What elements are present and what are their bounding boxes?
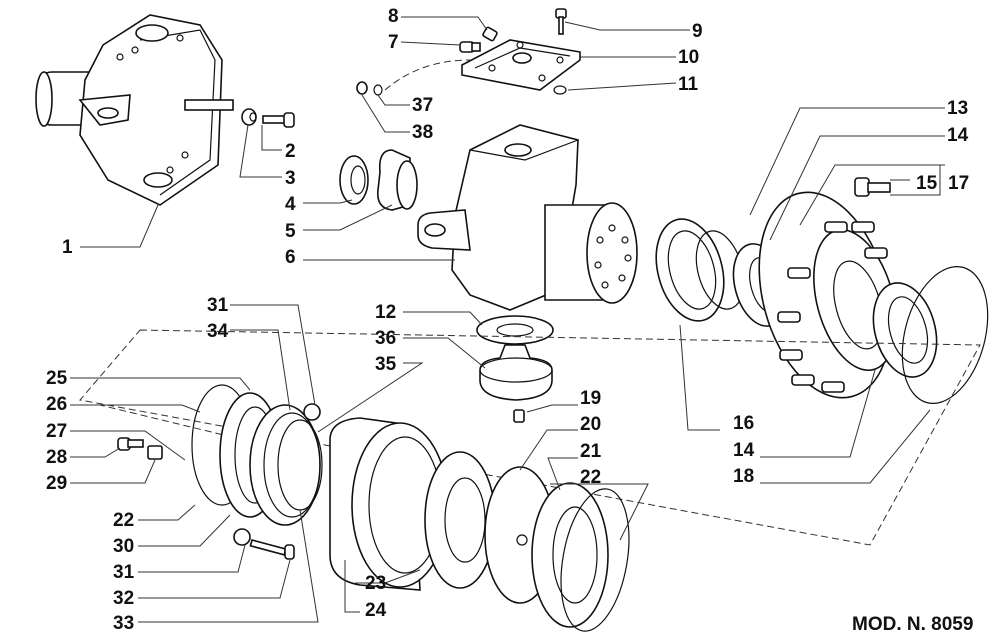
callout-22-left: 22 bbox=[113, 510, 134, 531]
callout-19: 19 bbox=[580, 388, 601, 409]
callout-33: 33 bbox=[113, 613, 134, 634]
part-plug-38 bbox=[356, 81, 368, 95]
part-gasket-12 bbox=[476, 315, 554, 345]
part-wheel-hub bbox=[758, 191, 897, 399]
callout-17: 17 bbox=[948, 173, 969, 194]
part-screw-28 bbox=[117, 437, 144, 451]
callout-8: 8 bbox=[388, 6, 399, 27]
callout-15: 15 bbox=[916, 173, 938, 194]
callout-3: 3 bbox=[285, 168, 296, 189]
callout-35: 35 bbox=[375, 354, 397, 375]
part-gear-23 bbox=[424, 451, 496, 589]
callout-28: 28 bbox=[46, 447, 67, 468]
callout-32: 32 bbox=[113, 588, 134, 609]
callout-12: 12 bbox=[375, 302, 396, 323]
callout-2: 2 bbox=[285, 141, 296, 162]
callout-38: 38 bbox=[412, 122, 433, 143]
part-axle-housing bbox=[35, 14, 234, 206]
callout-22-right: 22 bbox=[580, 467, 601, 488]
part-oring-18 bbox=[901, 265, 989, 405]
callout-36: 36 bbox=[375, 328, 396, 349]
callout-5: 5 bbox=[285, 221, 296, 242]
callout-11: 11 bbox=[678, 74, 699, 95]
callout-30: 30 bbox=[113, 536, 134, 557]
part-steering-knuckle bbox=[417, 124, 638, 311]
callout-20: 20 bbox=[580, 414, 601, 435]
callout-21: 21 bbox=[580, 441, 602, 462]
part-fitting-8 bbox=[482, 26, 498, 42]
part-stud-15 bbox=[854, 177, 891, 197]
part-seal-16 bbox=[655, 218, 725, 322]
callout-13: 13 bbox=[947, 98, 968, 119]
part-flange-36 bbox=[479, 344, 553, 401]
part-gear-21 bbox=[531, 482, 609, 628]
callout-24: 24 bbox=[365, 600, 387, 621]
part-spacer-31-top bbox=[303, 403, 321, 421]
callout-27: 27 bbox=[46, 421, 67, 442]
callout-1: 1 bbox=[62, 237, 73, 258]
callout-23: 23 bbox=[365, 573, 386, 594]
part-drum-24 bbox=[329, 417, 449, 591]
dashed-leader-37 bbox=[384, 59, 471, 91]
callout-16: 16 bbox=[733, 413, 754, 434]
callout-25: 25 bbox=[46, 368, 68, 389]
callout-14-top: 14 bbox=[947, 125, 969, 146]
part-washer-37 bbox=[373, 84, 383, 96]
callout-7: 7 bbox=[388, 32, 399, 53]
callout-6: 6 bbox=[285, 247, 296, 268]
callout-31-top: 31 bbox=[207, 295, 229, 316]
callout-10: 10 bbox=[678, 47, 699, 68]
part-clutch-pack-34 bbox=[249, 404, 323, 526]
part-plug-7 bbox=[459, 41, 481, 53]
callout-14-bottom: 14 bbox=[733, 440, 755, 461]
assembly-boundary-dashed bbox=[79, 329, 981, 546]
callout-29: 29 bbox=[46, 473, 67, 494]
callout-18: 18 bbox=[733, 466, 754, 487]
part-screw-9 bbox=[555, 8, 567, 35]
callout-4: 4 bbox=[285, 194, 296, 215]
callout-9: 9 bbox=[692, 21, 703, 42]
model-number-label: MOD. N. 8059 bbox=[852, 614, 973, 635]
part-oring-11 bbox=[553, 85, 567, 95]
part-spring-29 bbox=[147, 445, 163, 460]
callout-37: 37 bbox=[412, 95, 433, 116]
part-bushing-5 bbox=[376, 149, 418, 211]
leader-lines bbox=[70, 16, 945, 623]
part-bolt-32 bbox=[249, 539, 295, 560]
part-fitting-19 bbox=[513, 409, 525, 423]
part-nut-3 bbox=[241, 108, 257, 126]
part-bolt-2 bbox=[262, 112, 295, 128]
part-snap-ring-22 bbox=[560, 488, 630, 632]
callout-31-bottom: 31 bbox=[113, 562, 135, 583]
part-spacer-31-bottom bbox=[233, 528, 251, 546]
part-plate-10 bbox=[461, 39, 581, 91]
part-seal-4 bbox=[339, 155, 369, 205]
callout-34: 34 bbox=[207, 321, 229, 342]
callout-26: 26 bbox=[46, 394, 67, 415]
